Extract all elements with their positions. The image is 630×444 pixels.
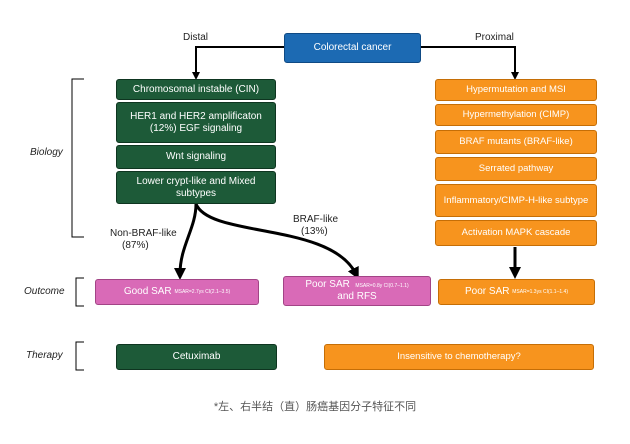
outcome-good-main: Good SAR	[123, 286, 172, 297]
distal-biology-wnt: Wnt signaling	[116, 145, 276, 169]
proximal-biology-msi: Hypermutation and MSI	[435, 79, 597, 101]
proximal-biology-inflammatory-label: Inflammatory/CIMP-H-like subtype	[443, 194, 589, 206]
non-braf-label: Non-BRAF-like (87%)	[110, 228, 177, 251]
section-label-biology: Biology	[30, 147, 63, 158]
proximal-biology-cimp-label: Hypermethylation (CIMP)	[462, 109, 570, 121]
outcome-poor-braf-detail: MSAR=0.8y CI(0.7–1.1)	[355, 283, 409, 289]
distal-biology-cin-label: Chromosomal instable (CIN)	[132, 83, 260, 95]
distal-biology-wnt-label: Wnt signaling	[165, 151, 227, 162]
outcome-poor-proximal-detail: MSAR=1.3ys CI(1.1–1.4)	[512, 289, 568, 295]
outcome-good: Good SAR MSAR=2.7ys CI(2.1–3.5)	[95, 279, 259, 305]
proximal-biology-braf-label: BRAF mutants (BRAF-like)	[459, 136, 573, 148]
figure-caption: *左、右半结（直）肠癌基因分子特征不同	[213, 401, 417, 413]
non-braf-text: Non-BRAF-like	[110, 228, 177, 239]
outcome-poor-proximal-main: Poor SAR	[465, 286, 510, 297]
outcome-poor-braf-extra: and RFS	[337, 291, 377, 302]
therapy-insensitive: Insensitive to chemotherapy?	[324, 344, 594, 370]
distal-label: Distal	[183, 32, 209, 43]
therapy-insensitive-label: Insensitive to chemotherapy?	[397, 351, 521, 363]
therapy-cetuximab: Cetuximab	[116, 344, 277, 370]
distal-connector	[192, 46, 284, 80]
distal-biology-her-label: HER1 and HER2 amplificaton (12%) EGF sig…	[130, 110, 262, 134]
outcome-bracket	[75, 277, 84, 307]
proximal-biology-braf: BRAF mutants (BRAF-like)	[435, 130, 597, 154]
distal-biology-cin: Chromosomal instable (CIN)	[116, 79, 276, 100]
proximal-connector	[421, 46, 519, 80]
proximal-label: Proximal	[475, 32, 514, 43]
distal-biology-subtypes-label: Lower crypt-like and Mixed subtypes	[136, 175, 256, 199]
non-braf-arrow	[174, 203, 198, 280]
outcome-good-detail: MSAR=2.7ys CI(2.1–3.5)	[174, 289, 231, 295]
outcome-poor-braf-line1: Poor SAR MSAR=0.8y CI(0.7–1.1)	[305, 279, 408, 291]
therapy-bracket	[75, 341, 84, 371]
braf-pct: (13%)	[301, 225, 328, 237]
therapy-cetuximab-label: Cetuximab	[172, 351, 221, 362]
non-braf-pct: (87%)	[122, 239, 149, 251]
root-node: Colorectal cancer	[284, 33, 421, 63]
braf-arrow	[194, 203, 359, 280]
proximal-biology-serrated: Serrated pathway	[435, 157, 597, 181]
proximal-biology-inflammatory: Inflammatory/CIMP-H-like subtype	[435, 184, 597, 217]
distal-biology-subtypes: Lower crypt-like and Mixed subtypes	[116, 171, 276, 204]
braf-text: BRAF-like	[293, 214, 339, 225]
outcome-poor-braf: Poor SAR MSAR=0.8y CI(0.7–1.1) and RFS	[283, 276, 431, 306]
braf-label: BRAF-like (13%)	[293, 214, 338, 237]
proximal-biology-serrated-label: Serrated pathway	[478, 163, 554, 175]
proximal-biology-mapk: Activation MAPK cascade	[435, 220, 597, 246]
outcome-poor-braf-main: Poor SAR	[305, 279, 350, 290]
proximal-biology-cimp: Hypermethylation (CIMP)	[435, 104, 597, 126]
proximal-biology-mapk-label: Activation MAPK cascade	[461, 227, 571, 239]
section-label-therapy: Therapy	[26, 350, 63, 361]
root-label: Colorectal cancer	[313, 42, 392, 53]
outcome-poor-proximal: Poor SAR MSAR=1.3ys CI(1.1–1.4)	[438, 279, 595, 305]
section-label-outcome: Outcome	[24, 286, 65, 297]
biology-bracket	[71, 78, 84, 238]
proximal-biology-msi-label: Hypermutation and MSI	[466, 84, 566, 96]
distal-biology-her: HER1 and HER2 amplificaton (12%) EGF sig…	[116, 102, 276, 143]
